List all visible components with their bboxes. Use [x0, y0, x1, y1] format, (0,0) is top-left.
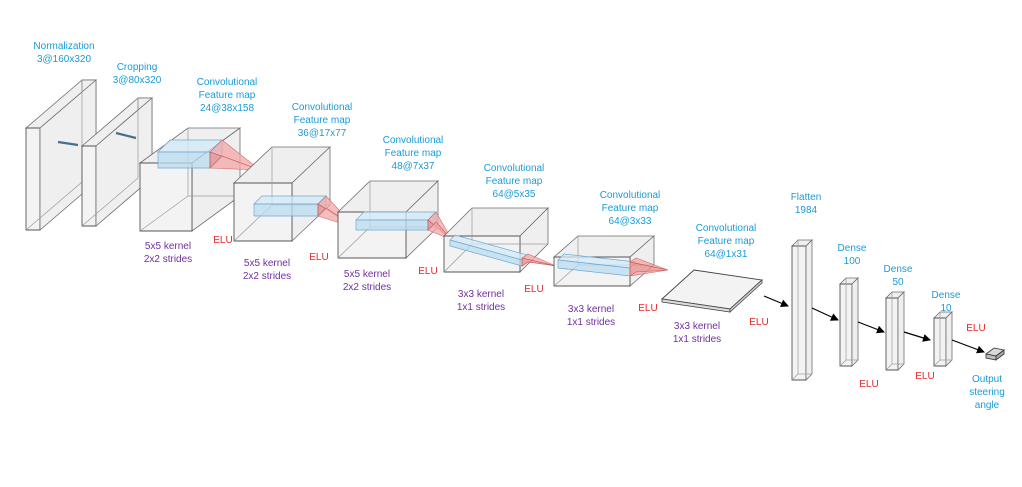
arrow-to-flatten [763, 295, 789, 307]
flatten-shape: 1984 [795, 205, 818, 216]
conv3-shape: 48@7x37 [392, 161, 435, 172]
conv1-subtitle: Feature map [199, 90, 256, 101]
conv1-block [138, 127, 261, 232]
arrow-to-dense10 [903, 331, 931, 342]
output-node [985, 347, 1005, 361]
elu-label-6: ELU [749, 317, 768, 328]
arrow-to-dense50 [857, 321, 885, 334]
elu-label-4: ELU [524, 284, 543, 295]
elu-label-9: ELU [966, 323, 985, 334]
strides-label-4: 1x1 strides [457, 302, 505, 313]
conv5-title: Convolutional [600, 190, 661, 201]
conv3-subtitle: Feature map [385, 148, 442, 159]
crop-slice-mark [115, 131, 137, 140]
strides-label-2: 2x2 strides [243, 271, 291, 282]
normalization-title: Normalization [33, 41, 94, 52]
dense10-shape: 10 [940, 303, 952, 314]
kernel-label-5: 3x3 kernel [568, 304, 614, 315]
normalization-shape: 3@160x320 [37, 54, 92, 65]
cropping-shape: 3@80x320 [113, 75, 162, 86]
output-label-line3: angle [975, 400, 1000, 411]
conv4-title: Convolutional [484, 163, 545, 174]
conv2-subtitle: Feature map [294, 115, 351, 126]
output-label-line2: steering [969, 387, 1005, 398]
strides-label-5: 1x1 strides [567, 317, 615, 328]
elu-label-3: ELU [418, 266, 437, 277]
conv5-block [552, 235, 669, 287]
kernel-label-3: 5x5 kernel [344, 269, 390, 280]
conv1-title: Convolutional [197, 77, 258, 88]
kernel-label-6: 3x3 kernel [674, 321, 720, 332]
elu-label-5: ELU [638, 303, 657, 314]
dense50-shape: 50 [892, 277, 904, 288]
conv2-shape: 36@17x77 [298, 128, 347, 139]
dense50-title: Dense [884, 264, 913, 275]
conv4-subtitle: Feature map [486, 176, 543, 187]
dense100-shape: 100 [844, 256, 861, 267]
conv4-shape: 64@5x35 [493, 189, 536, 200]
kernel-label-1: 5x5 kernel [145, 241, 191, 252]
conv3-title: Convolutional [383, 135, 444, 146]
arrow-to-output [951, 339, 985, 354]
kernel-label-4: 3x3 kernel [458, 289, 504, 300]
dense100-title: Dense [838, 243, 867, 254]
conv2-block [232, 146, 357, 242]
conv5-subtitle: Feature map [602, 203, 659, 214]
flatten-title: Flatten [791, 192, 822, 203]
elu-label-8: ELU [915, 371, 934, 382]
conv1-shape: 24@38x158 [200, 103, 255, 114]
arrow-to-dense100 [811, 307, 839, 321]
strides-label-6: 1x1 strides [673, 334, 721, 345]
kernel-label-2: 5x5 kernel [244, 258, 290, 269]
strides-label-3: 2x2 strides [343, 282, 391, 293]
cropping-title: Cropping [117, 62, 158, 73]
conv5-shape: 64@3x33 [609, 216, 652, 227]
input-slice-mark [57, 140, 79, 147]
flatten-column [791, 239, 813, 381]
conv6-subtitle: Feature map [698, 236, 755, 247]
conv3-block [337, 180, 453, 259]
dense50-column [885, 291, 905, 371]
conv6-sheet [660, 269, 764, 313]
strides-label-1: 2x2 strides [144, 254, 192, 265]
elu-label-2: ELU [309, 252, 328, 263]
conv2-title: Convolutional [292, 102, 353, 113]
output-label-line1: Output [972, 374, 1002, 385]
elu-label-7: ELU [859, 379, 878, 390]
conv4-block [443, 207, 557, 273]
conv6-title: Convolutional [696, 223, 757, 234]
conv6-shape: 64@1x31 [705, 249, 748, 260]
dense100-column [839, 277, 859, 367]
elu-label-1: ELU [213, 235, 232, 246]
dense10-title: Dense [932, 290, 961, 301]
dense10-column [933, 311, 953, 367]
